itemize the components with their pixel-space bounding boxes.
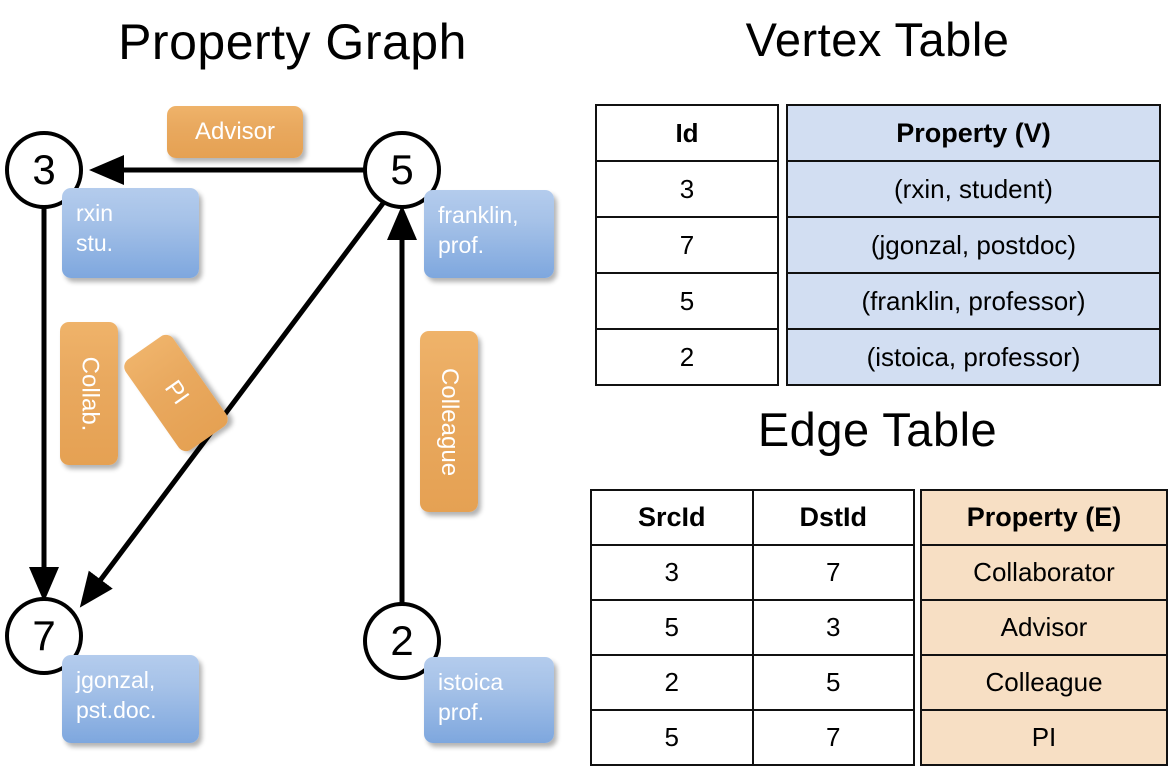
edge-table-dstid-cell: 3 <box>751 599 915 656</box>
vertex-table-property-column: Property (V) (rxin, student) (jgonzal, p… <box>786 104 1161 386</box>
table-row: 2 5 <box>590 654 915 711</box>
edge-arrow-5-to-7 <box>79 196 389 608</box>
table-row: 2 <box>595 328 779 386</box>
table-header-row: Property (V) <box>786 104 1161 162</box>
graph-node-3-label: 3 <box>32 146 56 193</box>
edge-label-pi-text: PI <box>158 375 194 410</box>
edge-label-box-colleague: Colleague <box>420 331 478 512</box>
edge-label-box-collab: Collab. <box>60 322 118 465</box>
vertex-table-id-header: Id <box>595 104 779 162</box>
table-header-row: Property (E) <box>920 489 1168 546</box>
vertex-table-id-cell: 5 <box>595 272 779 330</box>
table-row: 3 7 <box>590 544 915 601</box>
table-row: (istoica, professor) <box>786 328 1161 386</box>
table-row: PI <box>920 709 1168 766</box>
edge-table-dstid-cell: 5 <box>751 654 915 711</box>
vertex-table-id-cell: 2 <box>595 328 779 386</box>
page-title-property-graph: Property Graph <box>118 14 467 70</box>
edge-table-dstid-header: DstId <box>751 489 915 546</box>
vertex-property-box-7: jgonzal, pst.doc. <box>62 655 199 743</box>
table-row: 5 3 <box>590 599 915 656</box>
edge-label-box-advisor: Advisor <box>167 106 303 158</box>
vertex-property-box-5-line2: prof. <box>438 232 485 258</box>
edge-table-property-cell: Collaborator <box>920 544 1168 601</box>
property-graph-diagram: 3 5 7 2 rxin stu. franklin, prof. jgonza… <box>0 0 585 760</box>
edge-table-srcid-cell: 5 <box>590 599 754 656</box>
vertex-table-id-column: Id 3 7 5 2 <box>595 104 779 386</box>
edge-table-srcid-cell: 2 <box>590 654 754 711</box>
edge-label-collab-text: Collab. <box>76 356 103 431</box>
vertex-table-id-cell: 3 <box>595 160 779 218</box>
edge-label-colleague-text: Colleague <box>436 367 463 476</box>
table-header-row: SrcId DstId <box>590 489 915 546</box>
edge-table-srcid-header: SrcId <box>590 489 754 546</box>
edge-table-dstid-cell: 7 <box>751 544 915 601</box>
vertex-property-box-2-line1: istoica <box>438 669 504 695</box>
edge-table-key-columns: SrcId DstId 3 7 5 3 2 5 5 7 <box>590 489 915 766</box>
vertex-property-box-7-line2: pst.doc. <box>76 697 157 723</box>
table-row: Colleague <box>920 654 1168 711</box>
vertex-table-property-cell: (rxin, student) <box>786 160 1161 218</box>
vertex-property-box-3-line2: stu. <box>76 230 114 256</box>
edge-table-property-column: Property (E) Collaborator Advisor Collea… <box>920 489 1168 766</box>
edge-label-advisor-text: Advisor <box>194 118 276 145</box>
table-row: 7 <box>595 216 779 274</box>
edge-table-property-cell: Colleague <box>920 654 1168 711</box>
graph-node-5-label: 5 <box>390 146 414 193</box>
graph-node-5[interactable]: 5 <box>363 131 441 209</box>
vertex-property-box-5: franklin, prof. <box>424 190 554 278</box>
table-row: 5 7 <box>590 709 915 766</box>
vertex-property-box-2-line2: prof. <box>438 699 485 725</box>
edge-table-property-cell: PI <box>920 709 1168 766</box>
table-header-row: Id <box>595 104 779 162</box>
table-row: 3 <box>595 160 779 218</box>
graph-node-7-label: 7 <box>32 612 56 659</box>
edge-table-property-cell: Advisor <box>920 599 1168 656</box>
page-title-edge-table: Edge Table <box>757 403 998 456</box>
graph-edge-arrows <box>29 155 417 612</box>
edge-table-srcid-cell: 5 <box>590 709 754 766</box>
vertex-table-property-header: Property (V) <box>786 104 1161 162</box>
edge-table-dstid-cell: 7 <box>751 709 915 766</box>
edge-table-srcid-cell: 3 <box>590 544 754 601</box>
vertex-table-property-cell: (istoica, professor) <box>786 328 1161 386</box>
table-row: 5 <box>595 272 779 330</box>
vertex-property-box-5-line1: franklin, <box>438 202 519 228</box>
table-row: (franklin, professor) <box>786 272 1161 330</box>
graph-node-2[interactable]: 2 <box>363 602 441 680</box>
vertex-table-property-cell: (franklin, professor) <box>786 272 1161 330</box>
table-row: Collaborator <box>920 544 1168 601</box>
table-row: (rxin, student) <box>786 160 1161 218</box>
vertex-property-box-3: rxin stu. <box>62 188 199 278</box>
vertex-property-box-2: istoica prof. <box>424 657 554 743</box>
vertex-table-id-cell: 7 <box>595 216 779 274</box>
table-row: Advisor <box>920 599 1168 656</box>
page-title-vertex-table: Vertex Table <box>745 13 1010 66</box>
graph-node-2-label: 2 <box>390 617 414 664</box>
table-row: (jgonzal, postdoc) <box>786 216 1161 274</box>
edge-table-property-header: Property (E) <box>920 489 1168 546</box>
vertex-table-property-cell: (jgonzal, postdoc) <box>786 216 1161 274</box>
vertex-property-box-3-line1: rxin <box>76 200 114 226</box>
vertex-property-box-7-line1: jgonzal, <box>76 667 156 693</box>
